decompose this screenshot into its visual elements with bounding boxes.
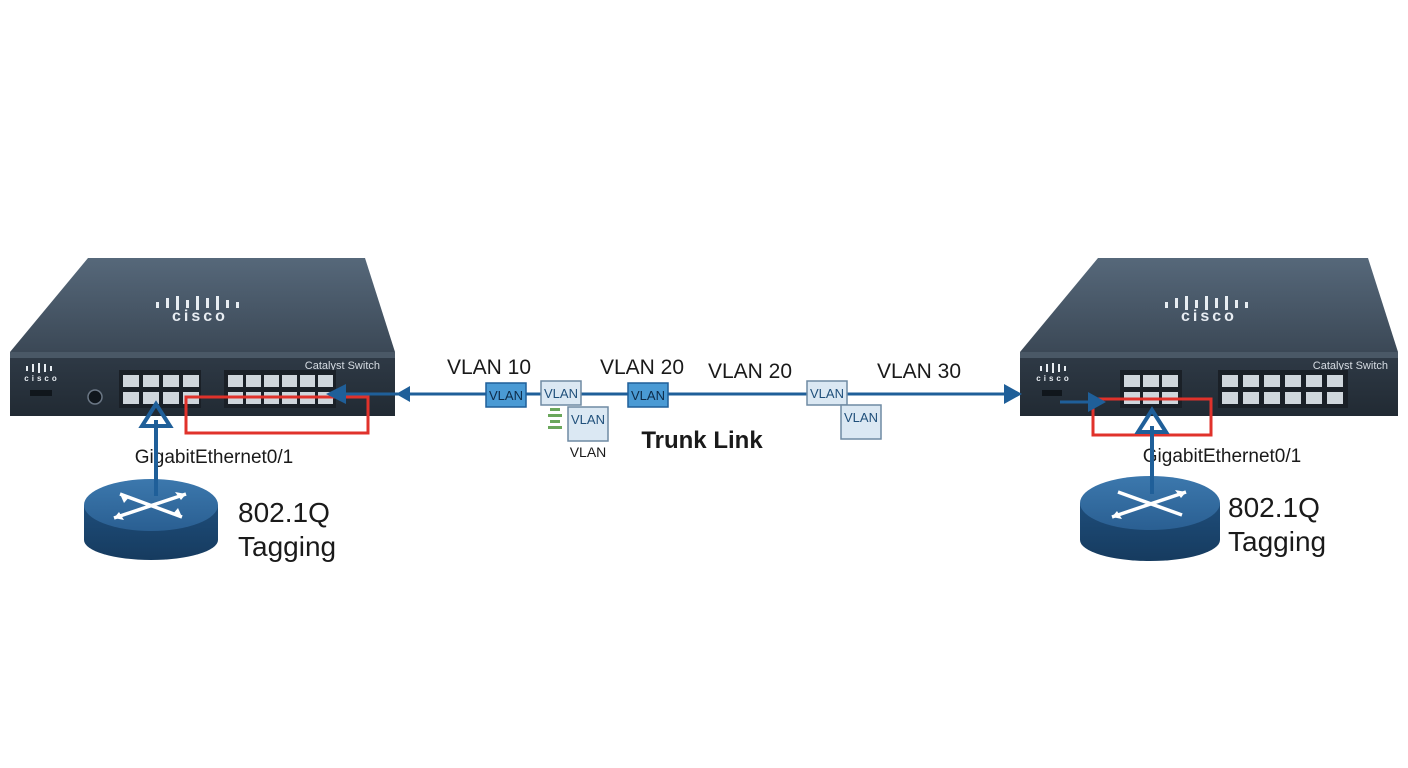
router-right-label-line1: 802.1Q [1228,492,1320,523]
front-brand-text: cisco [24,374,59,383]
router-right[interactable] [1080,406,1220,561]
port-group-main [1218,370,1348,408]
vlan-label-20b: VLAN 20 [708,360,792,383]
svg-text:VLAN: VLAN [544,386,578,401]
vlan-label-20a: VLAN 20 [600,356,684,379]
port-label-left: GigabitEthernet0/1 [135,447,293,468]
switch-right[interactable]: cisco cisco Catalyst Switch [1020,258,1398,437]
port-label-right: GigabitEthernet0/1 [1143,446,1301,467]
switch-icon: cisco cisco Catalyst Switch [10,258,395,416]
vlan-tag-icon: VLAN [840,404,882,440]
router-right-label-line2: Tagging [1228,526,1326,557]
vlan-tag-icon: VLAN [540,380,582,406]
arrow-icon [396,386,410,402]
loose-vlan-caption: VLAN [570,444,607,460]
switch-model-text: Catalyst Switch [305,360,380,372]
svg-text:VLAN: VLAN [571,412,605,427]
svg-text:VLAN: VLAN [489,388,523,403]
arrow-icon [326,384,346,404]
port-group-small [119,370,201,408]
port-highlight-box [184,395,370,435]
router-left-label-line2: Tagging [238,531,336,562]
port-group-small [1120,370,1182,408]
trunk-link[interactable] [326,384,1106,412]
arrow-icon [1088,392,1106,412]
svg-text:VLAN: VLAN [844,410,878,425]
router-left[interactable] [84,400,218,560]
router-icon [1080,476,1220,561]
vlan-tag-icon: VLAN [627,382,669,408]
switch-icon: cisco cisco Catalyst Switch [1020,258,1398,416]
stack-icon [548,408,562,429]
brand-logo-text: cisco [1181,308,1237,325]
switch-left[interactable]: cisco cisco Catalyst Switch [10,258,395,435]
arrow-icon [1134,406,1170,434]
vlan-label-30: VLAN 30 [877,360,961,383]
brand-logo-text: cisco [172,308,228,325]
port-group-main [224,370,336,408]
svg-text:VLAN: VLAN [810,386,844,401]
router-left-label-line1: 802.1Q [238,497,330,528]
vlan-tag-icon: VLAN [806,380,848,406]
arrow-icon [1004,384,1022,404]
vlan-tag-icon: VLAN [485,382,527,408]
trunk-link-label: Trunk Link [641,427,763,454]
vlan-tag-icon: VLAN [567,406,609,442]
arrow-icon [138,400,174,428]
router-icon [84,479,218,560]
vlan-label-10: VLAN 10 [447,356,531,379]
switch-model-text: Catalyst Switch [1313,360,1388,372]
front-brand-text: cisco [1036,374,1071,383]
svg-text:VLAN: VLAN [631,388,665,403]
